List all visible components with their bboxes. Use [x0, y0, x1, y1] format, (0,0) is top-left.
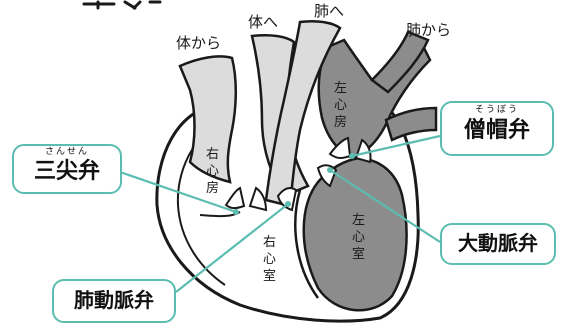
- label-right-atrium-2: 心: [206, 164, 219, 179]
- label-left-ventricle-3: 室: [352, 246, 365, 262]
- label-right-ventricle-2: 心: [263, 252, 276, 267]
- label-from-body: 体から: [176, 34, 221, 52]
- label-from-lung: 肺から: [406, 21, 451, 39]
- label-mitral-valve: 僧帽弁: [442, 115, 552, 147]
- callout-tricuspid-valve: さんせん 三尖弁: [12, 144, 122, 194]
- label-to-lung: 肺へ: [314, 2, 344, 20]
- callout-aortic-valve: 大動脈弁: [440, 223, 556, 265]
- label-right-atrium-1: 右: [206, 147, 219, 162]
- callout-dot-aortic: [327, 167, 333, 173]
- furigana-tricuspid: さんせん: [14, 148, 120, 157]
- callout-dot-pulmonary: [285, 201, 291, 207]
- label-left-ventricle-1: 左: [352, 213, 365, 228]
- label-to-body: 体へ: [248, 13, 278, 31]
- callout-mitral-valve: そうぼう 僧帽弁: [440, 101, 554, 156]
- label-left-atrium-2: 心: [334, 98, 347, 113]
- furigana-mitral: そうぼう: [442, 106, 552, 115]
- label-aortic-valve: 大動脈弁: [442, 225, 554, 262]
- top-partial-text: [84, 2, 160, 8]
- callout-dot-tricuspid: [233, 209, 239, 215]
- label-left-atrium-3: 房: [334, 114, 347, 130]
- label-right-atrium-3: 房: [206, 180, 219, 196]
- label-left-atrium-1: 左: [334, 81, 347, 96]
- label-tricuspid-valve: 三尖弁: [14, 157, 120, 187]
- label-right-ventricle-1: 右: [263, 235, 276, 250]
- label-pulmonary-valve: 肺動脈弁: [54, 281, 174, 320]
- label-left-ventricle-2: 心: [352, 230, 365, 245]
- callout-pulmonary-valve: 肺動脈弁: [52, 279, 176, 323]
- label-right-ventricle-3: 室: [263, 268, 276, 284]
- callout-dot-mitral: [349, 153, 355, 159]
